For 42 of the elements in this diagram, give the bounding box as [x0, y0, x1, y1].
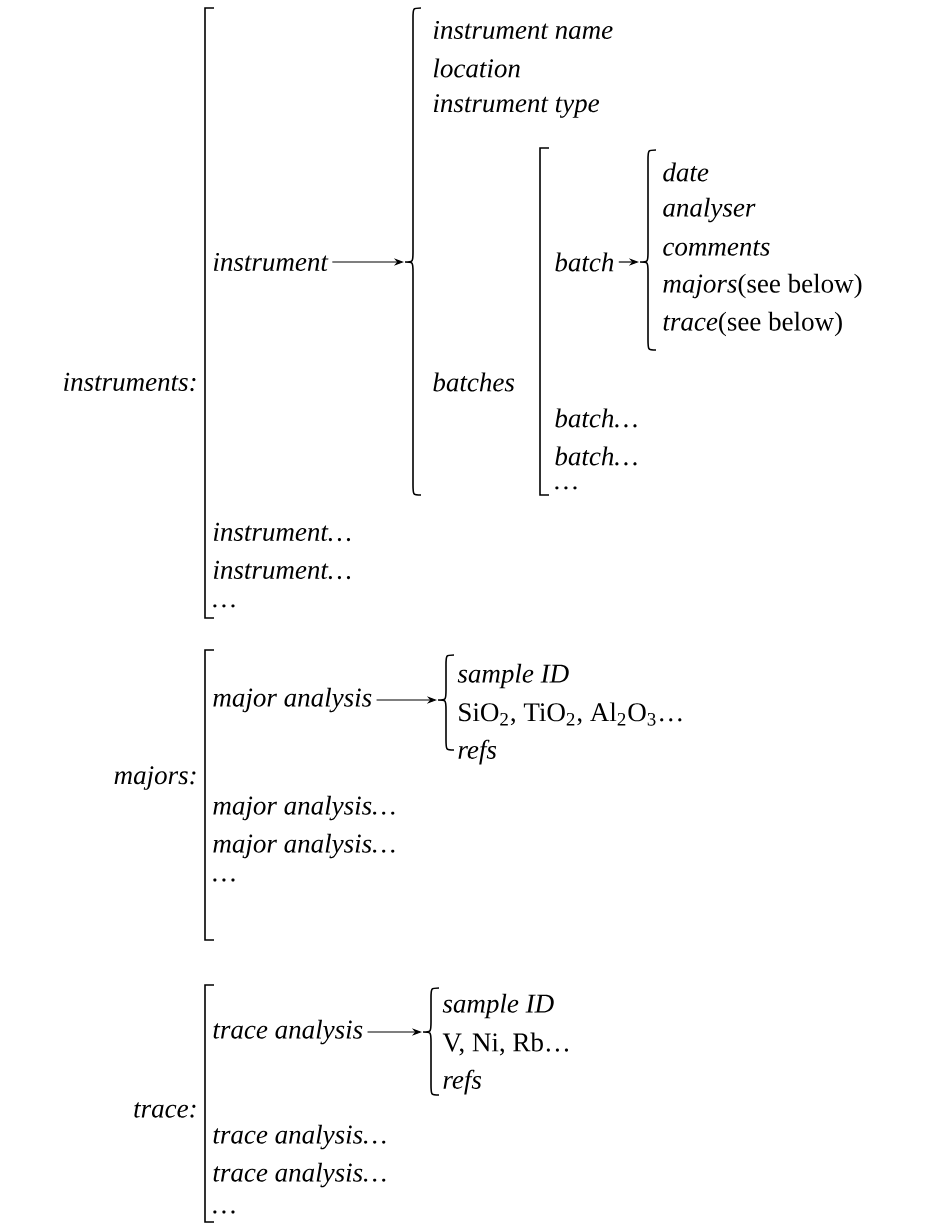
list-item: batches: [433, 372, 515, 392]
curly-brace: [422, 987, 440, 1096]
list-item: SiO$_{2}$, TiO$_{2}$, Al$_{2}$O$_{3}$…: [459, 702, 682, 726]
group-label: trace:: [134, 1102, 196, 1118]
list-item: instrument…: [213, 522, 351, 542]
list-item: trace analysis…: [213, 1124, 386, 1150]
list-item: V, Ni, Rb…: [442, 1032, 569, 1056]
list-item: instrument name: [433, 20, 613, 40]
curly-brace: [639, 149, 657, 351]
bracket: [204, 7, 215, 619]
bracket: [204, 984, 215, 1223]
list-item: major analysis…: [213, 795, 395, 821]
list-item: date: [663, 162, 709, 182]
list-item: batch…: [555, 446, 637, 466]
list-item: …: [213, 604, 235, 608]
list-item: analyser: [663, 197, 756, 223]
group-label: instruments:: [64, 372, 196, 392]
list-item: comments: [663, 240, 770, 256]
list-item: …: [213, 878, 235, 882]
list-item: trace analysis: [213, 1019, 363, 1045]
list-item: majors(see below): [663, 273, 862, 299]
group-label: majors:: [114, 766, 196, 790]
curly-brace: [437, 654, 455, 751]
list-item: …: [555, 486, 577, 490]
list-item: major analysis…: [213, 833, 395, 859]
curly-brace: [404, 7, 422, 496]
list-item: refs: [443, 1069, 482, 1095]
list-item: batch…: [555, 408, 637, 428]
list-item: instrument…: [213, 560, 351, 580]
bracket: [539, 147, 550, 496]
list-item: instrument: [213, 252, 329, 272]
list-item: major analysis: [213, 687, 372, 713]
list-item: trace(see below): [663, 311, 842, 337]
list-item: location: [433, 58, 520, 78]
list-item: sample ID: [457, 663, 569, 689]
list-item: batch: [555, 252, 614, 272]
bracket: [204, 649, 215, 941]
list-item: instrument type: [433, 94, 600, 118]
list-item: refs: [458, 739, 497, 765]
list-item: sample ID: [442, 993, 554, 1019]
list-item: trace analysis…: [213, 1162, 386, 1188]
list-item: …: [213, 1210, 235, 1214]
